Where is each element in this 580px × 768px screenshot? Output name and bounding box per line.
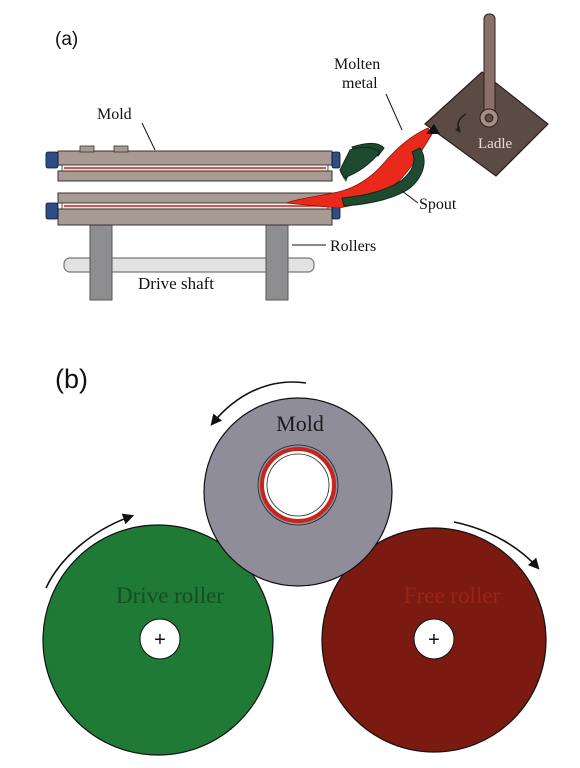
mold-rotation-arrow [210, 381, 307, 426]
mold-leader [141, 122, 156, 151]
roller-left [89, 223, 113, 301]
panel-a-label: (a) [55, 29, 78, 50]
panel-b: (b) + + Mold Drive roller Free roller [42, 364, 547, 756]
free-roller-rotation-arrow [453, 521, 540, 570]
mold-lower [45, 192, 341, 226]
ladle-label: Ladle [478, 136, 512, 152]
panel-a: (a) Drive shaft [45, 13, 549, 301]
ladle: Ladle [424, 13, 549, 177]
molten-metal-stream [285, 127, 433, 209]
drive-roller-center-mark: + [154, 629, 166, 651]
spout-leader [401, 190, 419, 204]
mold-end-cap [45, 151, 59, 169]
free-roller-hub [413, 618, 455, 660]
roller-right [265, 223, 289, 301]
molten-metal-label-line1: Molten [334, 56, 380, 73]
mold-label-a: Mold [97, 106, 132, 123]
mold-upper [45, 145, 341, 182]
spout-label: Spout [419, 196, 457, 213]
molten-metal-label-line2: metal [342, 75, 378, 92]
ladle-tilt-arrow [454, 113, 467, 133]
spout [339, 142, 425, 207]
free-roller-center-mark: + [428, 629, 440, 651]
drive-roller-label: Drive roller [116, 583, 224, 608]
mold-disc-ring [260, 447, 336, 523]
panel-b-label: (b) [55, 364, 88, 394]
rollers-label: Rollers [330, 238, 376, 255]
free-roller-label: Free roller [404, 583, 501, 608]
drive-shaft [63, 257, 315, 273]
drive-roller-rotation-arrow [45, 513, 135, 589]
molten-metal-leader [385, 93, 403, 131]
mold-label-b: Mold [276, 411, 324, 436]
drive-roller-hub [139, 618, 181, 660]
drive-shaft-label: Drive shaft [138, 274, 214, 293]
